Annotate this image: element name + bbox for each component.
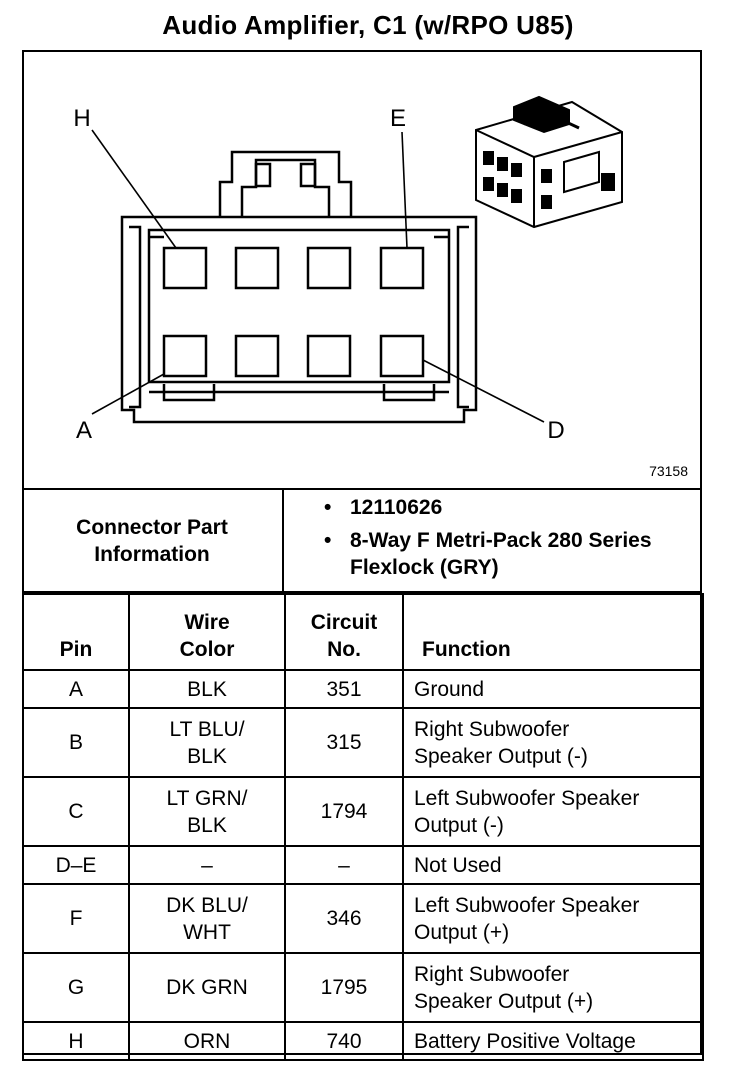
- function-cell: Ground: [402, 669, 704, 709]
- connector-info-label: Connector Part Information: [22, 490, 284, 591]
- callout-d: D: [547, 417, 564, 444]
- connector-isometric-sketch: [475, 95, 623, 229]
- pin-cell: D–E: [22, 845, 130, 885]
- connector-info-item: • 12110626: [284, 494, 694, 521]
- function-cell: Left Subwoofer Speaker Output (-): [402, 776, 704, 847]
- connector-face-drawing: H E A D: [73, 95, 623, 444]
- wire-color-cell: –: [128, 845, 286, 885]
- circuit-cell: 351: [284, 669, 404, 709]
- wire-color-cell: DK GRN: [128, 952, 286, 1023]
- pin-cell: F: [22, 883, 130, 954]
- function-cell: Right Subwoofer Speaker Output (-): [402, 707, 704, 778]
- pin-cell: C: [22, 776, 130, 847]
- circuit-cell: 1795: [284, 952, 404, 1023]
- pinout-table: Pin Wire Color Circuit No. Function A BL…: [22, 593, 704, 1061]
- table-header-row: Pin Wire Color Circuit No. Function: [22, 593, 704, 671]
- page-title: Audio Amplifier, C1 (w/RPO U85): [162, 10, 574, 40]
- connector-diagram: H E A D 73158: [24, 52, 700, 489]
- table-row: G DK GRN 1795 Right Subwoofer Speaker Ou…: [22, 952, 704, 1023]
- circuit-cell: 346: [284, 883, 404, 954]
- header-circuit: Circuit No.: [284, 593, 404, 671]
- pin-cell: A: [22, 669, 130, 709]
- figure-id: 73158: [649, 463, 688, 479]
- function-cell: Left Subwoofer Speaker Output (+): [402, 883, 704, 954]
- table-row: A BLK 351 Ground: [22, 669, 704, 709]
- wire-color-cell: LT BLU/ BLK: [128, 707, 286, 778]
- circuit-cell: –: [284, 845, 404, 885]
- pin-cell: H: [22, 1021, 130, 1061]
- header-pin: Pin: [22, 593, 130, 671]
- wire-color-cell: ORN: [128, 1021, 286, 1061]
- table-row: B LT BLU/ BLK 315 Right Subwoofer Speake…: [22, 707, 704, 778]
- wire-color-cell: BLK: [128, 669, 286, 709]
- header-function: Function: [402, 593, 704, 671]
- table-row: H ORN 740 Battery Positive Voltage: [22, 1021, 704, 1061]
- callout-h: H: [73, 105, 90, 132]
- circuit-cell: 315: [284, 707, 404, 778]
- function-cell: Battery Positive Voltage: [402, 1021, 704, 1061]
- part-number: 12110626: [350, 496, 443, 519]
- pin-cell: B: [22, 707, 130, 778]
- callout-a: A: [76, 417, 92, 444]
- table-row: C LT GRN/ BLK 1794 Left Subwoofer Speake…: [22, 776, 704, 847]
- connector-info-row: Connector Part Information • 12110626 • …: [22, 488, 702, 593]
- circuit-cell: 740: [284, 1021, 404, 1061]
- pin-cell: G: [22, 952, 130, 1023]
- bullet-icon: •: [324, 496, 332, 519]
- header-wire-color: Wire Color: [128, 593, 286, 671]
- callout-e: E: [390, 105, 406, 132]
- wire-color-cell: DK BLU/ WHT: [128, 883, 286, 954]
- connector-description: 8-Way F Metri-Pack 280 Series Flexlock (…: [350, 529, 652, 579]
- wire-color-cell: LT GRN/ BLK: [128, 776, 286, 847]
- circuit-cell: 1794: [284, 776, 404, 847]
- function-cell: Not Used: [402, 845, 704, 885]
- table-row: F DK BLU/ WHT 346 Left Subwoofer Speaker…: [22, 883, 704, 954]
- table-row: D–E – – Not Used: [22, 845, 704, 885]
- function-cell: Right Subwoofer Speaker Output (+): [402, 952, 704, 1023]
- pinout-body: A BLK 351 Ground B LT BLU/ BLK 315 Right…: [22, 669, 704, 1061]
- connector-info-item: • 8-Way F Metri-Pack 280 Series Flexlock…: [284, 527, 694, 581]
- bullet-icon: •: [324, 529, 332, 552]
- connector-info-list: • 12110626 • 8-Way F Metri-Pack 280 Seri…: [284, 494, 694, 581]
